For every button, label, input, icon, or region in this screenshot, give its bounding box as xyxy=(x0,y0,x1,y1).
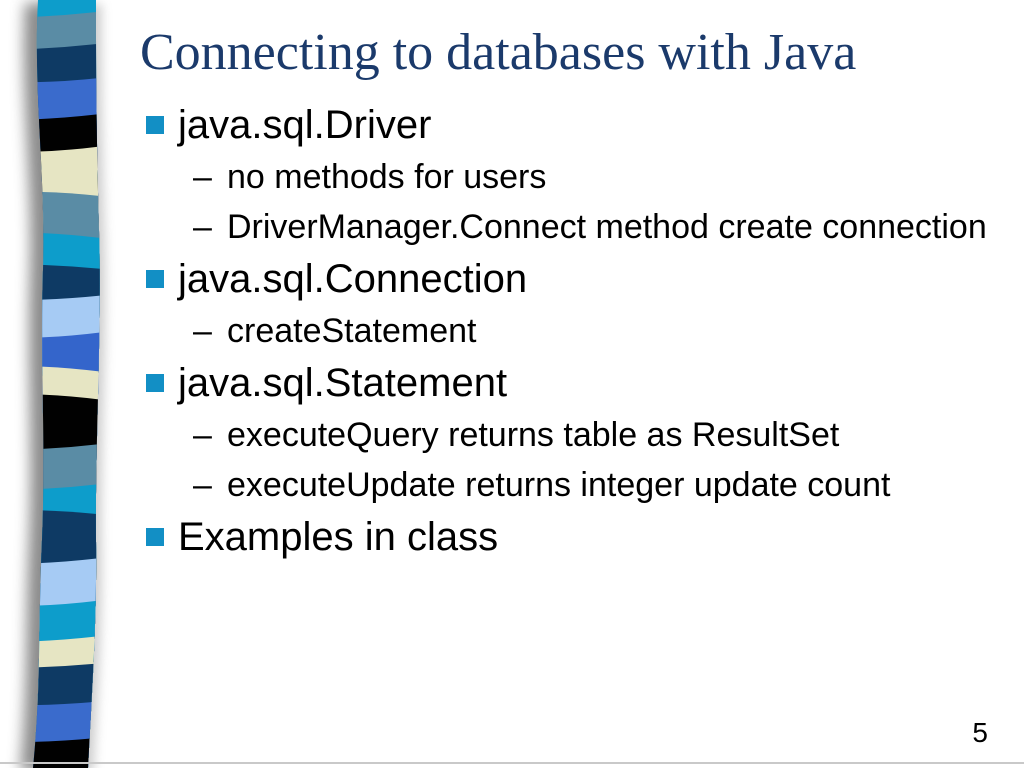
bullet-text: no methods for users xyxy=(227,157,547,196)
square-bullet-icon xyxy=(146,528,164,546)
bullet-text: executeQuery returns table as ResultSet xyxy=(227,415,840,454)
sub-bullet-item: –DriverManager.Connect method create con… xyxy=(0,202,1024,252)
bullet-item: java.sql.Statement xyxy=(0,356,1024,410)
sub-bullet-item: –createStatement xyxy=(0,306,1024,356)
bullet-list: java.sql.Driver–no methods for users–Dri… xyxy=(0,98,1024,564)
slide-title: Connecting to databases with Java xyxy=(140,24,857,81)
bullet-text: java.sql.Driver xyxy=(178,102,432,147)
sub-bullet-item: –no methods for users xyxy=(0,152,1024,202)
bullet-text: DriverManager.Connect method create conn… xyxy=(227,207,987,246)
square-bullet-icon xyxy=(146,116,164,134)
dash-bullet-icon: – xyxy=(193,207,212,246)
bullet-item: java.sql.Driver xyxy=(0,98,1024,152)
square-bullet-icon xyxy=(146,270,164,288)
sub-bullet-item: –executeUpdate returns integer update co… xyxy=(0,460,1024,510)
bullet-text: java.sql.Statement xyxy=(178,360,508,405)
page-number: 5 xyxy=(972,717,988,748)
dash-bullet-icon: – xyxy=(193,311,212,350)
dash-bullet-icon: – xyxy=(193,157,212,196)
bullet-text: executeUpdate returns integer update cou… xyxy=(227,465,891,504)
square-bullet-icon xyxy=(146,374,164,392)
dash-bullet-icon: – xyxy=(193,465,212,504)
sub-bullet-item: –executeQuery returns table as ResultSet xyxy=(0,410,1024,460)
bottom-rule xyxy=(0,762,1024,764)
decorative-ribbon xyxy=(20,0,106,768)
bullet-text: createStatement xyxy=(227,311,477,350)
bullet-item: java.sql.Connection xyxy=(0,252,1024,306)
bullet-text: Examples in class xyxy=(178,514,499,559)
bullet-item: Examples in class xyxy=(0,510,1024,564)
bullet-text: java.sql.Connection xyxy=(178,256,528,301)
dash-bullet-icon: – xyxy=(193,415,212,454)
